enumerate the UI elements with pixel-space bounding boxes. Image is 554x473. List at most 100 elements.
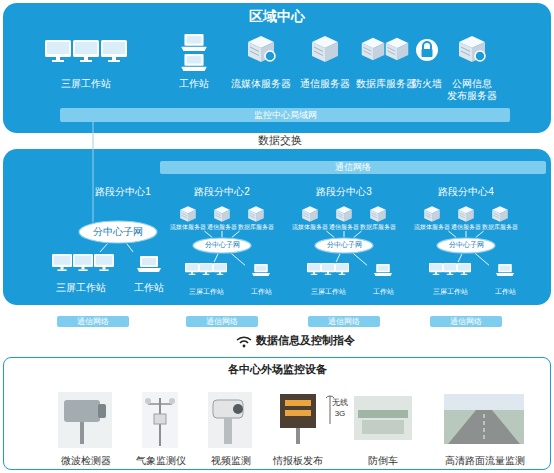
node-label: 流媒体服务器 [292, 224, 328, 231]
connector [354, 231, 362, 237]
monitor-icon [52, 254, 72, 271]
lan-bar: 监控中心局域网 [60, 108, 510, 122]
wifi-dot [243, 345, 246, 348]
workstation-icon: 三屏工作站 [40, 36, 132, 90]
device-photo: 高清路面流量监测 [437, 385, 533, 467]
connector [93, 122, 94, 223]
node-label: 三屏工作站 [61, 78, 111, 90]
server-icon: 流媒体服务器 [226, 32, 296, 90]
server-icon: 数据库服务器 [354, 32, 418, 90]
connector [214, 254, 218, 262]
node-label: 通信网络 [206, 317, 238, 327]
workstation-icon: 工作站 [128, 252, 170, 294]
device-photo: 微波检测器 [49, 385, 123, 467]
monitor-icon [73, 254, 93, 271]
node-label: 视频监测 [211, 455, 251, 467]
node-label: 通信网络 [450, 317, 482, 327]
network-bar: 通信网络 [186, 316, 258, 327]
exchange-label: 数据交换 [258, 134, 302, 147]
server-icon [458, 206, 474, 222]
video-camera-photo [208, 392, 252, 448]
node-label: 分中心子网 [327, 241, 362, 249]
node-label: 气象监测仪 [136, 455, 186, 467]
monitor-icon [45, 40, 71, 62]
connector [127, 244, 133, 252]
weather-monitor-photo [142, 392, 178, 448]
monitor-icon [429, 263, 443, 275]
device-photo: 防倒车 [353, 385, 413, 467]
server-icon [214, 206, 230, 222]
workstation-icon: 工作站 [489, 262, 521, 296]
node-label: 通信服务器 [329, 224, 359, 231]
node-label: 工作站 [373, 288, 394, 296]
subnet-ellipse: 分中心子网 [436, 237, 496, 254]
workstation-icon: 三屏工作站 [46, 252, 116, 294]
node-label: 通信服务器 [207, 224, 237, 231]
subcenter-band [3, 149, 551, 305]
server-icon: 流媒体服务器 [415, 204, 449, 231]
monitor-icon [94, 254, 114, 271]
server-icon [362, 38, 385, 61]
firewall-lock [416, 39, 438, 61]
workstation-icon: 三屏工作站 [180, 262, 232, 296]
node-label: 工作站 [495, 288, 516, 296]
subnet-ellipse: 分中心子网 [78, 220, 158, 244]
server-icon: 流媒体服务器 [293, 204, 327, 231]
node-label: 通信网络 [335, 162, 371, 173]
monitor-icon [185, 263, 199, 275]
server-icon: 通信服务器 [205, 204, 239, 231]
server-icon: 数据库服务器 [483, 204, 517, 231]
monitor-icon [443, 263, 457, 275]
workstation-icon: 工作站 [367, 262, 399, 296]
connector [344, 231, 345, 237]
connector [204, 231, 212, 237]
node-label: 通信网络 [328, 317, 360, 327]
node-label: 工作站 [179, 78, 209, 90]
workstation-icon: 工作站 [168, 30, 220, 90]
laptop-icon [181, 34, 207, 51]
microwave-detector-photo [58, 392, 112, 448]
node-label: 三屏工作站 [311, 288, 346, 296]
subnet-ellipse: 分中心子网 [192, 237, 252, 254]
node-label: 流媒体服务器 [231, 78, 291, 90]
wifi-symbol [237, 337, 251, 343]
laptop-icon [181, 54, 207, 71]
connector [476, 231, 484, 237]
firewall-icon: 防火墙 [410, 32, 444, 90]
monitor-icon [335, 263, 349, 275]
node-label: 微波检测器 [61, 455, 111, 467]
subcenter-label: 路段分中心4 [438, 186, 494, 198]
field-device-box: 各中心外场监控设备微波检测器气象监测仪视频监测情报板发布防倒车高清路面流量监测 [3, 357, 551, 470]
network-bar: 通信网络 [57, 316, 129, 327]
monitor-icon [101, 40, 127, 62]
anti-reverse-photo [354, 396, 412, 440]
laptop-icon [496, 264, 514, 276]
node-label: 分中心子网 [93, 226, 143, 238]
network-bar: 通信网络 [308, 316, 380, 327]
connector [100, 244, 108, 252]
subcenter-label: 路段分中心1 [95, 186, 151, 198]
node-label: 数据库服务器 [482, 224, 518, 231]
server-icon [248, 206, 264, 222]
connector [232, 231, 240, 237]
server-icon: 数据库服务器 [239, 204, 273, 231]
server-icon [424, 206, 440, 222]
node-label: 三屏工作站 [433, 288, 468, 296]
device-photo: 视频监测 [203, 385, 259, 467]
node-label: 通信网络 [77, 317, 109, 327]
device-photo: 情报板发布 [267, 385, 329, 467]
node-label: 监控中心局域网 [254, 110, 317, 121]
server-icon [312, 36, 338, 62]
subcenter-label: 路段分中心2 [194, 186, 250, 198]
monitor-icon [457, 263, 471, 275]
info-board-photo [280, 394, 316, 444]
signal-label: 数据信息及控制指令 [256, 334, 355, 347]
laptop-icon [252, 264, 270, 276]
node-label: 三屏工作站 [56, 282, 106, 294]
node-label: 防倒车 [368, 455, 398, 467]
subnet-ellipse-shape [437, 238, 495, 253]
monitor-icon [73, 40, 99, 62]
